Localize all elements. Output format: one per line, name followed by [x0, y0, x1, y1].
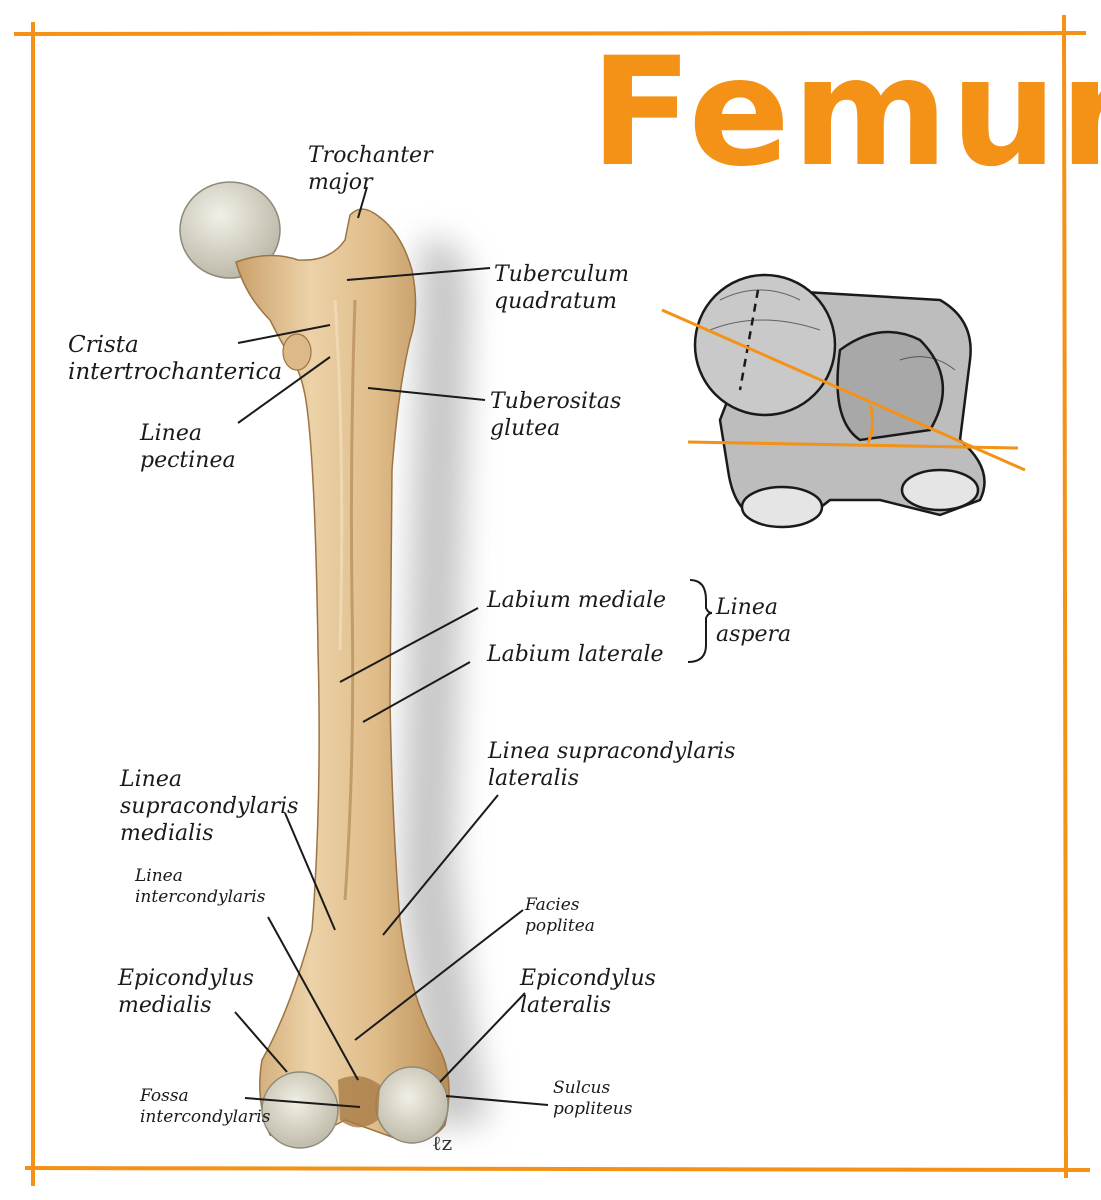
label-trochanter-major: Trochanter major: [308, 143, 433, 195]
lesser-trochanter: [282, 333, 312, 371]
medial-condyle: [261, 1071, 339, 1149]
label-tuberculum-quadratum: Tuberculum quadratum: [494, 262, 630, 314]
label-linea-supracondylaris-lateralis: Linea supracondylaris lateralis: [488, 739, 736, 791]
intercondylar-fossa: [338, 1076, 380, 1128]
femoral-head: [179, 181, 281, 279]
label-linea-intercondylaris: Linea intercondylaris: [135, 866, 266, 907]
label-labium-mediale: Labium mediale: [487, 588, 667, 613]
femoral-head-top-view: [693, 273, 837, 417]
label-crista-intertrochanterica: Crista intertrochanterica: [68, 332, 283, 385]
label-linea-supracondylaris-medialis: Linea supracondylaris medialis: [120, 767, 299, 846]
label-epicondylus-lateralis: Epicondylus lateralis: [520, 966, 656, 1018]
label-facies-poplitea: Facies poplitea: [525, 895, 595, 936]
label-labium-laterale: Labium laterale: [487, 642, 664, 667]
label-linea-pectinea: Linea pectinea: [140, 421, 236, 473]
anteversion-sketch: [693, 273, 986, 529]
label-fossa-intercondylaris: Fossa intercondylaris: [140, 1086, 271, 1127]
anteversion-angle-lines: [661, 308, 1026, 472]
bone-shadow: [400, 238, 490, 1130]
linea-aspera-ridge: [343, 299, 357, 901]
femur-bone: ℓz: [179, 181, 452, 1155]
orange-frame: [13, 14, 1091, 1186]
page-title: Femur: [590, 26, 1101, 200]
label-sulcus-popliteus: Sulcus popliteus: [553, 1078, 633, 1119]
label-linea-aspera: Linea aspera: [716, 595, 792, 647]
label-tuberositas-glutea: Tuberositas glutea: [490, 389, 622, 441]
artist-signature: ℓz: [432, 1131, 452, 1155]
femur-shaft: [235, 208, 450, 1142]
leader-lines: [234, 186, 713, 1108]
label-epicondylus-medialis: Epicondylus medialis: [118, 966, 254, 1018]
